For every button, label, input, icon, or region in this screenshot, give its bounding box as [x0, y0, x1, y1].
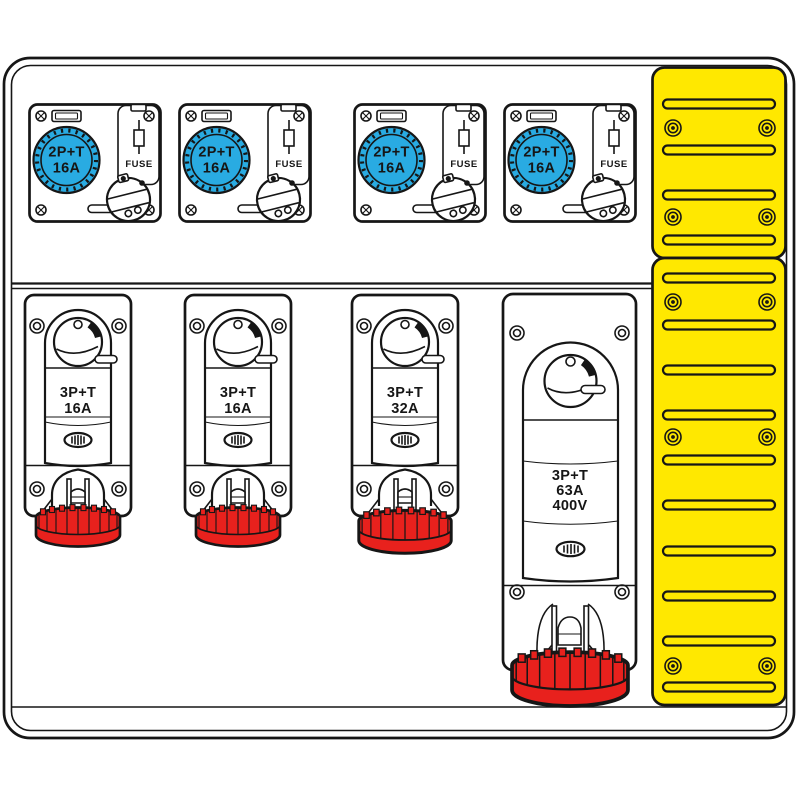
latch-post: [583, 605, 590, 659]
vent-screw: [664, 119, 682, 137]
socket-pole-label: 3P+T: [60, 385, 96, 401]
socket-rating-label: 16A: [203, 161, 231, 177]
vent-screw: [664, 428, 682, 446]
fuse-label: FUSE: [275, 159, 302, 170]
interlocked-socket-3pt32a: 3P+T 32A: [352, 295, 458, 555]
fuse-label: FUSE: [600, 159, 627, 170]
vent-rows: [661, 98, 777, 693]
socket-pole-label: 2P+T: [523, 145, 559, 161]
body-screw: [614, 325, 630, 341]
interlocked-socket-3pt16a-2: 3P+T 16A: [185, 295, 291, 548]
vent-slot: [661, 364, 777, 376]
socket-pole-label: 3P+T: [220, 385, 256, 401]
socket-rating-label: 16A: [224, 401, 252, 417]
vent-slot: [661, 98, 777, 110]
vent-panel-upper: [651, 66, 787, 260]
red-screw-cap: [194, 503, 282, 548]
socket-unit-2pt16a-4: 2P+T 16A FUSE: [505, 105, 636, 226]
vent-slot: [661, 272, 777, 284]
interlocked-socket-3pt16a-1: 3P+T 16A: [25, 295, 131, 548]
socket-pole-label: 3P+T: [552, 468, 588, 484]
vent-slot: [661, 234, 777, 246]
fuse-label: FUSE: [125, 159, 152, 170]
vent-screw: [758, 657, 776, 675]
body-screw: [509, 325, 525, 341]
vent-screw: [664, 657, 682, 675]
socket-rating-label: 32A: [391, 401, 419, 417]
socket-pole-label: 3P+T: [387, 385, 423, 401]
socket-rating-label: 16A: [378, 161, 406, 177]
socket-pole-label: 2P+T: [198, 145, 234, 161]
vent-screw: [758, 208, 776, 226]
vent-panel: [651, 66, 787, 707]
vent-slot: [661, 590, 777, 602]
vent-screw: [758, 293, 776, 311]
socket-rating-label: 16A: [64, 401, 92, 417]
latch: [557, 616, 582, 646]
vent-slot: [661, 499, 777, 511]
switch-marker: [580, 358, 597, 377]
socket-unit-2pt16a-1: 2P+T 16A FUSE: [30, 105, 161, 226]
socket-face-panel: [521, 341, 620, 583]
socket-unit-2pt16a-3: 2P+T 16A FUSE: [355, 105, 486, 226]
panel-seam: [522, 460, 619, 465]
panel-seam: [522, 520, 619, 525]
vent-slot: [661, 409, 777, 421]
socket-pole-label: 2P+T: [48, 145, 84, 161]
housing-side: [587, 603, 605, 656]
switch-handle: [580, 384, 606, 395]
vent-slot: [661, 545, 777, 557]
vent-slot: [661, 189, 777, 201]
switch-pin: [565, 356, 576, 367]
vent-screw: [664, 293, 682, 311]
red-screw-cap: [357, 505, 453, 555]
body-screw: [509, 584, 525, 600]
vent-slot: [661, 319, 777, 331]
vent-screw: [664, 208, 682, 226]
vent-screw: [758, 119, 776, 137]
vent-screw: [758, 428, 776, 446]
socket-voltage-label: 400V: [552, 498, 587, 514]
socket-rating-label: 16A: [53, 161, 81, 177]
socket-rating-label: 16A: [528, 161, 556, 177]
vent-slot: [661, 454, 777, 466]
vent-slot: [661, 681, 777, 693]
latch-post: [551, 605, 558, 659]
red-screw-cap: [510, 646, 630, 708]
housing-side: [536, 603, 554, 656]
interlocked-socket-3pt63a: 3P+T 63A 400V: [501, 292, 638, 708]
red-screw-cap: [34, 503, 122, 548]
fuse-label: FUSE: [450, 159, 477, 170]
vent-slot: [661, 635, 777, 647]
socket-rating-label: 63A: [556, 483, 584, 499]
socket-unit-2pt16a-2: 2P+T 16A FUSE: [180, 105, 311, 226]
body-screw: [614, 584, 630, 600]
vent-slot: [661, 144, 777, 156]
socket-pole-label: 2P+T: [373, 145, 409, 161]
